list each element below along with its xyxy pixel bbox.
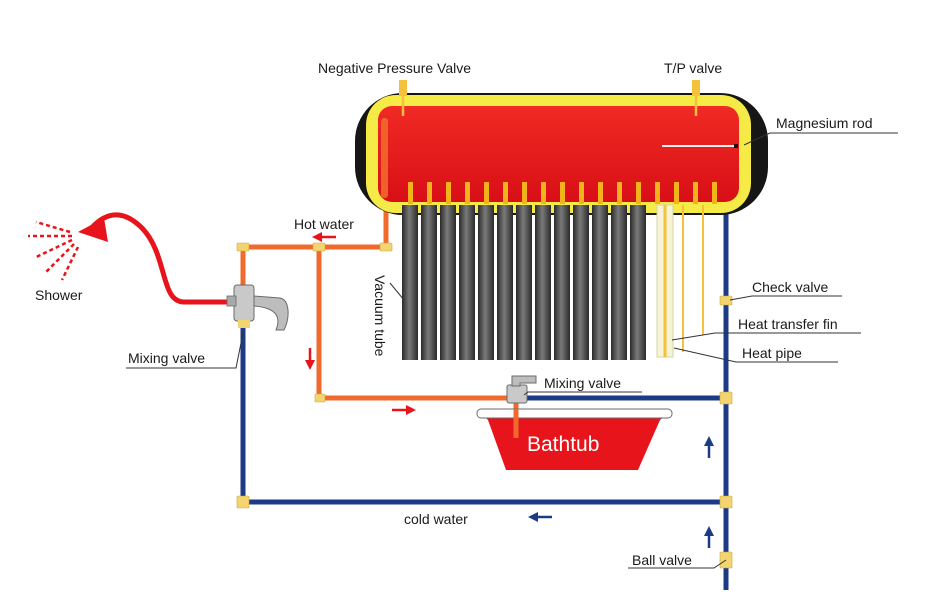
mixing-valve-left-icon xyxy=(226,284,289,331)
bathtub-label: Bathtub xyxy=(527,433,599,456)
cold-water-label: cold water xyxy=(404,511,468,527)
cold-flow-arrow-up-2 xyxy=(704,526,714,548)
hot-flow-arrow-left xyxy=(312,232,336,242)
hot-flow-arrow-down xyxy=(305,348,315,370)
hot-water-label: Hot water xyxy=(294,216,354,232)
manifold-nubs xyxy=(408,182,717,204)
negative-pressure-valve-icon xyxy=(399,80,407,116)
storage-tank xyxy=(355,93,768,215)
cold-flow-arrow-left xyxy=(528,512,552,522)
ball-valve-label: Ball valve xyxy=(632,552,692,568)
shower-icon xyxy=(28,212,229,305)
cold-flow-arrow-up-1 xyxy=(704,436,714,458)
negative-pressure-valve-label: Negative Pressure Valve xyxy=(318,60,471,76)
bathtub xyxy=(476,408,673,470)
magnesium-rod-icon xyxy=(662,144,738,148)
vacuum-tube-label: Vacuum tube xyxy=(372,275,388,357)
hot-flow-arrow-right xyxy=(392,405,416,415)
heat-pipe-label: Heat pipe xyxy=(742,345,802,361)
mixing-valve-bath-icon xyxy=(506,375,537,404)
check-valve-label: Check valve xyxy=(752,279,828,295)
leader-lines xyxy=(126,132,898,569)
tp-valve-icon xyxy=(692,80,700,116)
heat-transfer-fin-label: Heat transfer fin xyxy=(738,316,838,332)
mixing-valve-left-label: Mixing valve xyxy=(128,350,205,366)
vacuum-tubes xyxy=(402,204,704,360)
mixing-valve-bath-label: Mixing valve xyxy=(544,375,621,391)
tp-valve-label: T/P valve xyxy=(664,60,722,76)
pipe-fittings xyxy=(236,242,733,569)
magnesium-rod-label: Magnesium rod xyxy=(776,115,873,131)
shower-label: Shower xyxy=(35,287,83,303)
